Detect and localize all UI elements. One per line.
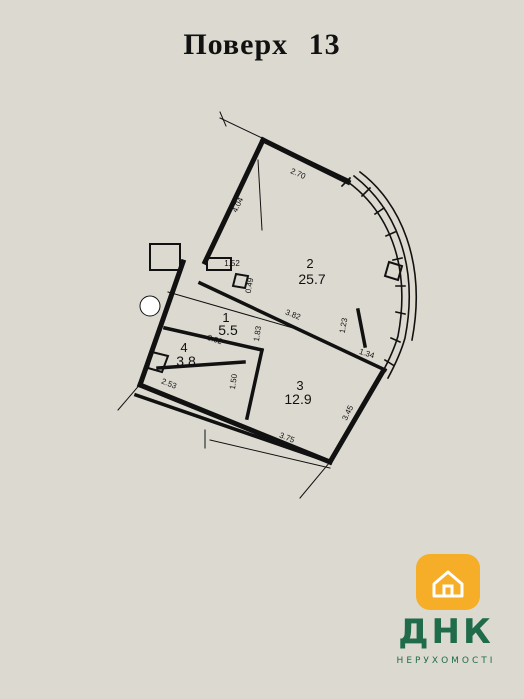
page-title: Поверх 13 <box>0 28 524 62</box>
room-4-area: 3.8 <box>176 353 196 369</box>
dim-label: 2.70 <box>289 166 307 181</box>
room-4-number: 4 <box>180 340 187 355</box>
curved-window-wall <box>340 170 417 380</box>
dim-label: 0.49 <box>244 277 256 294</box>
dim-label: 1.23 <box>338 317 350 334</box>
room-1-number: 1 <box>222 310 229 325</box>
room-2-number: 2 <box>306 256 313 271</box>
brand-name: ДНК <box>398 612 494 652</box>
house-icon <box>416 554 480 610</box>
room-3-number: 3 <box>296 378 303 393</box>
brand-tagline: НЕРУХОМОСТІ <box>396 656 496 666</box>
entrance-marker <box>139 295 161 317</box>
dim-label: 1.83 <box>252 325 263 342</box>
room-1-area: 5.5 <box>218 322 238 338</box>
room-2-area: 25.7 <box>298 271 325 287</box>
dim-label: 1.50 <box>228 373 239 390</box>
exterior-walls <box>136 136 386 466</box>
dim-label: 2.53 <box>160 377 178 391</box>
brand-logo: ДНК НЕРУХОМОСТІ <box>386 554 506 674</box>
dim-label: 1.52 <box>224 259 240 268</box>
room-3-area: 12.9 <box>284 391 311 407</box>
dimension-lines <box>117 111 351 499</box>
dim-label: 3.82 <box>284 308 302 322</box>
floor-word: Поверх <box>183 28 289 61</box>
shafts <box>146 243 404 374</box>
interior-walls <box>133 280 388 465</box>
floor-number: 13 <box>308 28 341 61</box>
